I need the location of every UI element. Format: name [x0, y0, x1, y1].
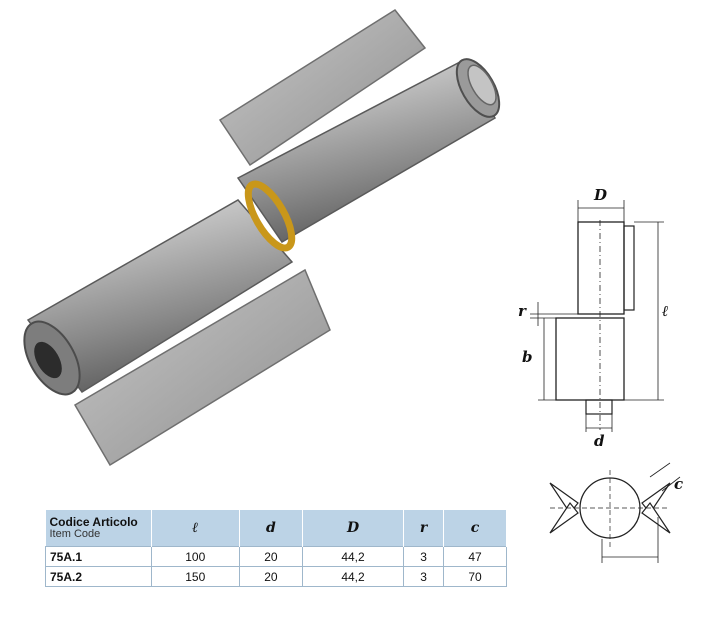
cell-l: 150: [150, 566, 240, 587]
header-col-d: d: [239, 510, 303, 547]
header-code-label-it: Codice Articolo: [49, 515, 138, 529]
hinge-photo: [23, 9, 501, 467]
header-item-code: Codice Articolo Item Code: [45, 510, 152, 547]
cell-l: 100: [150, 546, 240, 567]
label-r: r: [518, 302, 527, 320]
row-code: 75A.1: [45, 546, 152, 567]
hinge-side-drawing: D ℓ r b d: [518, 186, 668, 450]
row-code: 75A.2: [45, 566, 152, 587]
cell-D: 44,2: [301, 546, 405, 567]
cell-c: 70: [443, 566, 507, 587]
cell-r: 3: [403, 546, 445, 567]
cell-D: 44,2: [301, 566, 405, 587]
cell-d: 20: [239, 566, 303, 587]
header-col-c: c: [443, 510, 507, 547]
header-col-l: ℓ: [151, 510, 240, 547]
header-col-D: D: [302, 510, 405, 547]
cell-r: 3: [403, 566, 445, 587]
label-c: c: [674, 475, 683, 493]
cell-c: 47: [443, 546, 507, 567]
header-col-r: r: [403, 510, 445, 547]
label-d: d: [594, 432, 605, 450]
label-l: ℓ: [662, 302, 668, 320]
table-row: 75A.2 150 20 44,2 3 70: [45, 566, 507, 587]
cell-d: 20: [239, 546, 303, 567]
label-D: D: [593, 186, 607, 204]
spec-table: Codice Articolo Item Code ℓ d D r c 75A.…: [45, 510, 507, 587]
table-header-row: Codice Articolo Item Code ℓ d D r c: [45, 510, 507, 547]
label-b: b: [522, 348, 533, 366]
hinge-section-drawing: c: [549, 462, 683, 563]
header-code-label-en: Item Code: [49, 528, 101, 540]
table-row: 75A.1 100 20 44,2 3 47: [45, 546, 507, 567]
